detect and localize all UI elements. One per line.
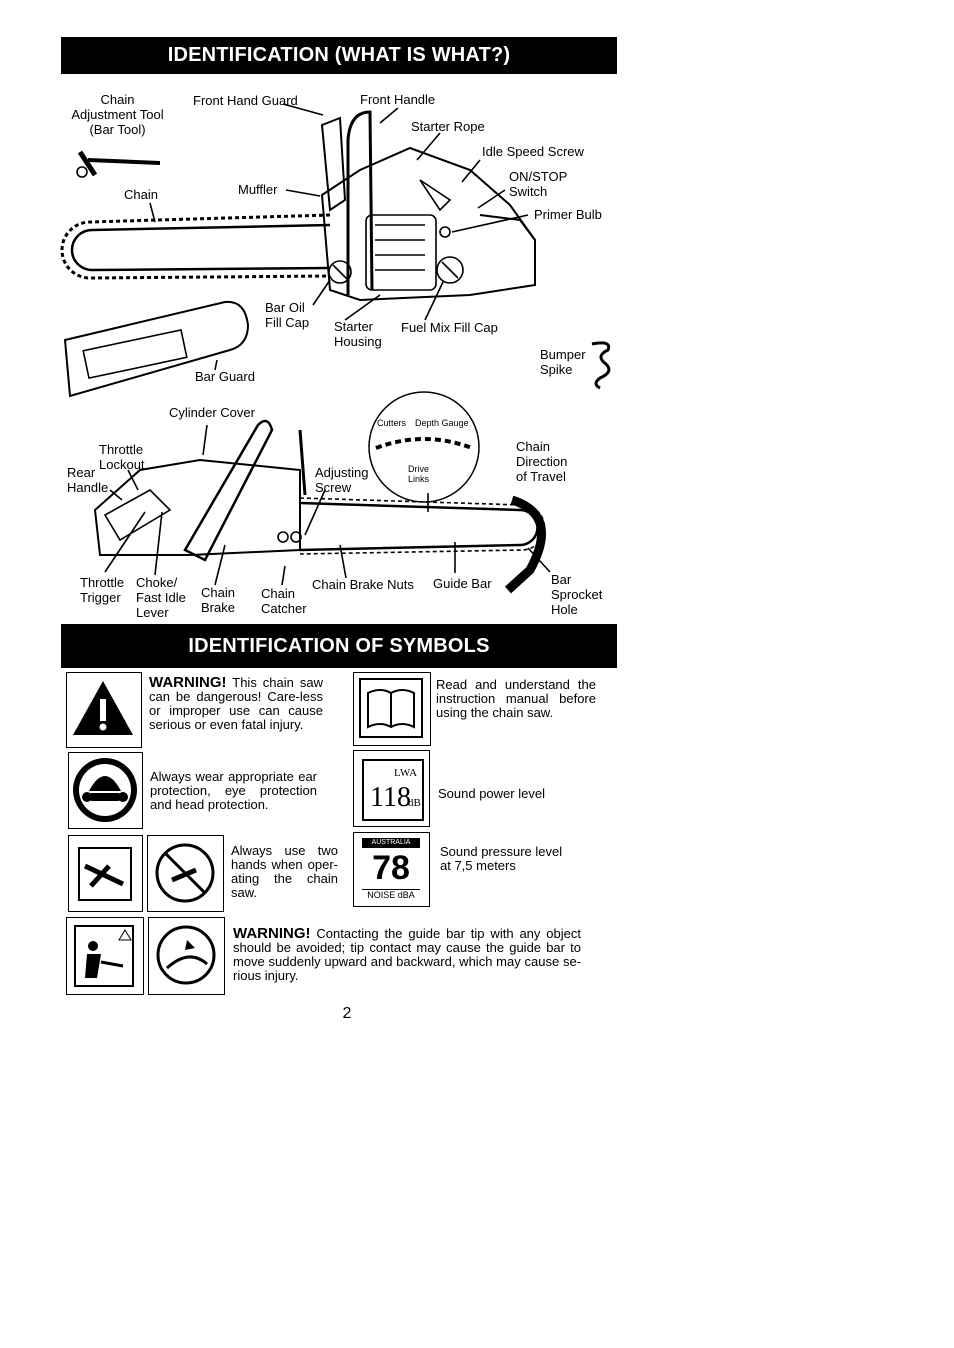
tip-contact-prohibited-icon <box>148 917 225 995</box>
label-chain-brake: Chain Brake <box>201 585 235 615</box>
sound-power-text: Sound power level <box>438 787 598 801</box>
protection-text: Always wear appropriate ear protection, … <box>150 770 317 812</box>
bar-tool-drawing <box>77 152 160 177</box>
label-rear-handle: Rear Handle <box>67 465 108 495</box>
warning-danger-text: WARNING! This chain saw can be dangerous… <box>149 676 323 732</box>
label-fuel-mix-fill-cap: Fuel Mix Fill Cap <box>401 320 498 335</box>
label-cutters: Cutters <box>377 418 406 428</box>
label-idle-speed-screw: Idle Speed Screw <box>482 144 584 159</box>
label-chain-adjustment-tool: Chain Adjustment Tool (Bar Tool) <box>70 92 165 137</box>
lwa-unit: dB <box>408 797 421 809</box>
label-depth-gauge: Depth Gauge <box>415 418 469 428</box>
label-primer-bulb: Primer Bulb <box>534 207 602 222</box>
label-bar-sprocket-hole: Bar Sprocket Hole <box>551 572 602 617</box>
label-adjusting-screw: Adjusting Screw <box>315 465 368 495</box>
label-bar-oil-fill-cap: Bar Oil Fill Cap <box>265 300 309 330</box>
label-front-hand-guard: Front Hand Guard <box>193 93 298 108</box>
sound-pressure-text: Sound pressure level at 7,5 meters <box>440 845 610 873</box>
label-chain-brake-nuts: Chain Brake Nuts <box>312 577 414 592</box>
label-muffler: Muffler <box>238 182 278 197</box>
label-front-handle: Front Handle <box>360 92 435 107</box>
head-protection-icon <box>68 752 143 829</box>
instruction-manual-icon <box>353 672 431 746</box>
label-guide-bar: Guide Bar <box>433 576 492 591</box>
sound-power-icon: LWA 118 dB <box>353 750 430 827</box>
australia-label: AUSTRALIA <box>362 838 420 848</box>
page-number: 2 <box>0 1005 694 1023</box>
sound-pressure-icon: AUSTRALIA 78 NOISE dBA <box>353 832 430 907</box>
bumper-spike-drawing <box>592 343 609 388</box>
kickback-warning-text: WARNING! Contacting the guide bar tip wi… <box>233 927 581 983</box>
two-hands-text: Always use two hands when oper-ating the… <box>231 844 338 900</box>
manual-text: Read and understand the instruction manu… <box>436 678 596 720</box>
label-throttle-trigger: Throttle Trigger <box>80 575 124 605</box>
label-chain-direction: Chain Direction of Travel <box>516 439 567 484</box>
lwa-value: 118 <box>370 783 411 813</box>
label-choke-lever: Choke/ Fast Idle Lever <box>136 575 186 620</box>
kickback-warning-icon <box>66 917 144 995</box>
lwa-label: LWA <box>394 767 417 779</box>
label-bar-guard: Bar Guard <box>195 369 255 384</box>
two-hands-icon <box>68 835 143 912</box>
label-on-stop-switch: ON/STOP Switch <box>509 169 567 199</box>
label-chain: Chain <box>124 187 158 202</box>
noise-label: NOISE dBA <box>362 889 420 900</box>
label-starter-housing: Starter Housing <box>334 319 382 349</box>
one-hand-prohibited-icon <box>147 835 224 912</box>
label-cylinder-cover: Cylinder Cover <box>169 405 255 420</box>
warning-triangle-icon <box>66 672 142 748</box>
label-starter-rope: Starter Rope <box>411 119 485 134</box>
label-drive-links: Drive Links <box>408 464 429 484</box>
label-chain-catcher: Chain Catcher <box>261 586 307 616</box>
noise-value: 78 <box>362 849 420 887</box>
label-bumper-spike: Bumper Spike <box>540 347 586 377</box>
